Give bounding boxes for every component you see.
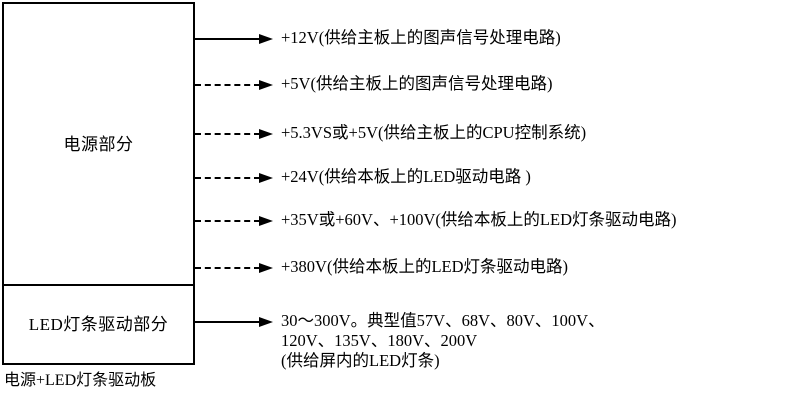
output-label-line: +35V或+60V、+100V(供给本板上的LED灯条驱动电路) [281,210,677,229]
arrow-shaft-icon [195,133,260,135]
block-led-driver-section: LED灯条驱动部分 [2,284,195,365]
output-label-out-380v: +380V(供给本板上的LED灯条驱动电路) [281,257,568,277]
block-power-section-label: 电源部分 [63,134,134,154]
output-label-line: 120V、135V、180V、200V [281,331,478,350]
output-label-line: (供给屏内的LED灯条) [281,351,440,370]
output-label-out-5v3vs: +5.3VS或+5V(供给主板上的CPU控制系统) [281,123,586,143]
output-label-out-35v-60v-100v: +35V或+60V、+100V(供给本板上的LED灯条驱动电路) [281,210,676,230]
output-label-line: +5V(供给主板上的图声信号处理电路) [281,74,553,93]
arrow-head-icon [259,173,273,183]
output-label-line: +12V(供给主板上的图声信号处理电路) [281,28,561,47]
output-label-line: +24V(供给本板上的LED驱动电路 ) [281,167,531,186]
arrow-head-icon [259,129,273,139]
output-label-line: +380V(供给本板上的LED灯条驱动电路) [281,257,569,276]
arrow-shaft-icon [195,321,260,323]
block-led-driver-section-label: LED灯条驱动部分 [28,315,169,334]
arrow-head-icon [259,317,273,327]
arrow-shaft-icon [195,84,260,86]
diagram-caption: 电源+LED灯条驱动板 [4,372,157,389]
arrow-shaft-icon [195,177,260,179]
arrow-head-icon [259,80,273,90]
arrow-shaft-icon [195,220,260,222]
block-power-section: 电源部分 [2,2,195,286]
output-label-out-24v: +24V(供给本板上的LED驱动电路 ) [281,167,531,187]
output-label-line: +5.3VS或+5V(供给主板上的CPU控制系统) [281,123,587,142]
arrow-head-icon [259,34,273,44]
output-label-out-lamp-strip: 30～300V。典型值57V、68V、80V、100V、120V、135V、18… [281,311,605,371]
output-label-out-5v: +5V(供给主板上的图声信号处理电路) [281,74,552,94]
arrow-shaft-icon [195,267,260,269]
output-label-line: 30～300V。典型值57V、68V、80V、100V、 [281,311,605,330]
arrow-head-icon [259,263,273,273]
arrow-shaft-icon [195,38,260,40]
arrow-head-icon [259,216,273,226]
output-label-out-12v: +12V(供给主板上的图声信号处理电路) [281,28,561,48]
